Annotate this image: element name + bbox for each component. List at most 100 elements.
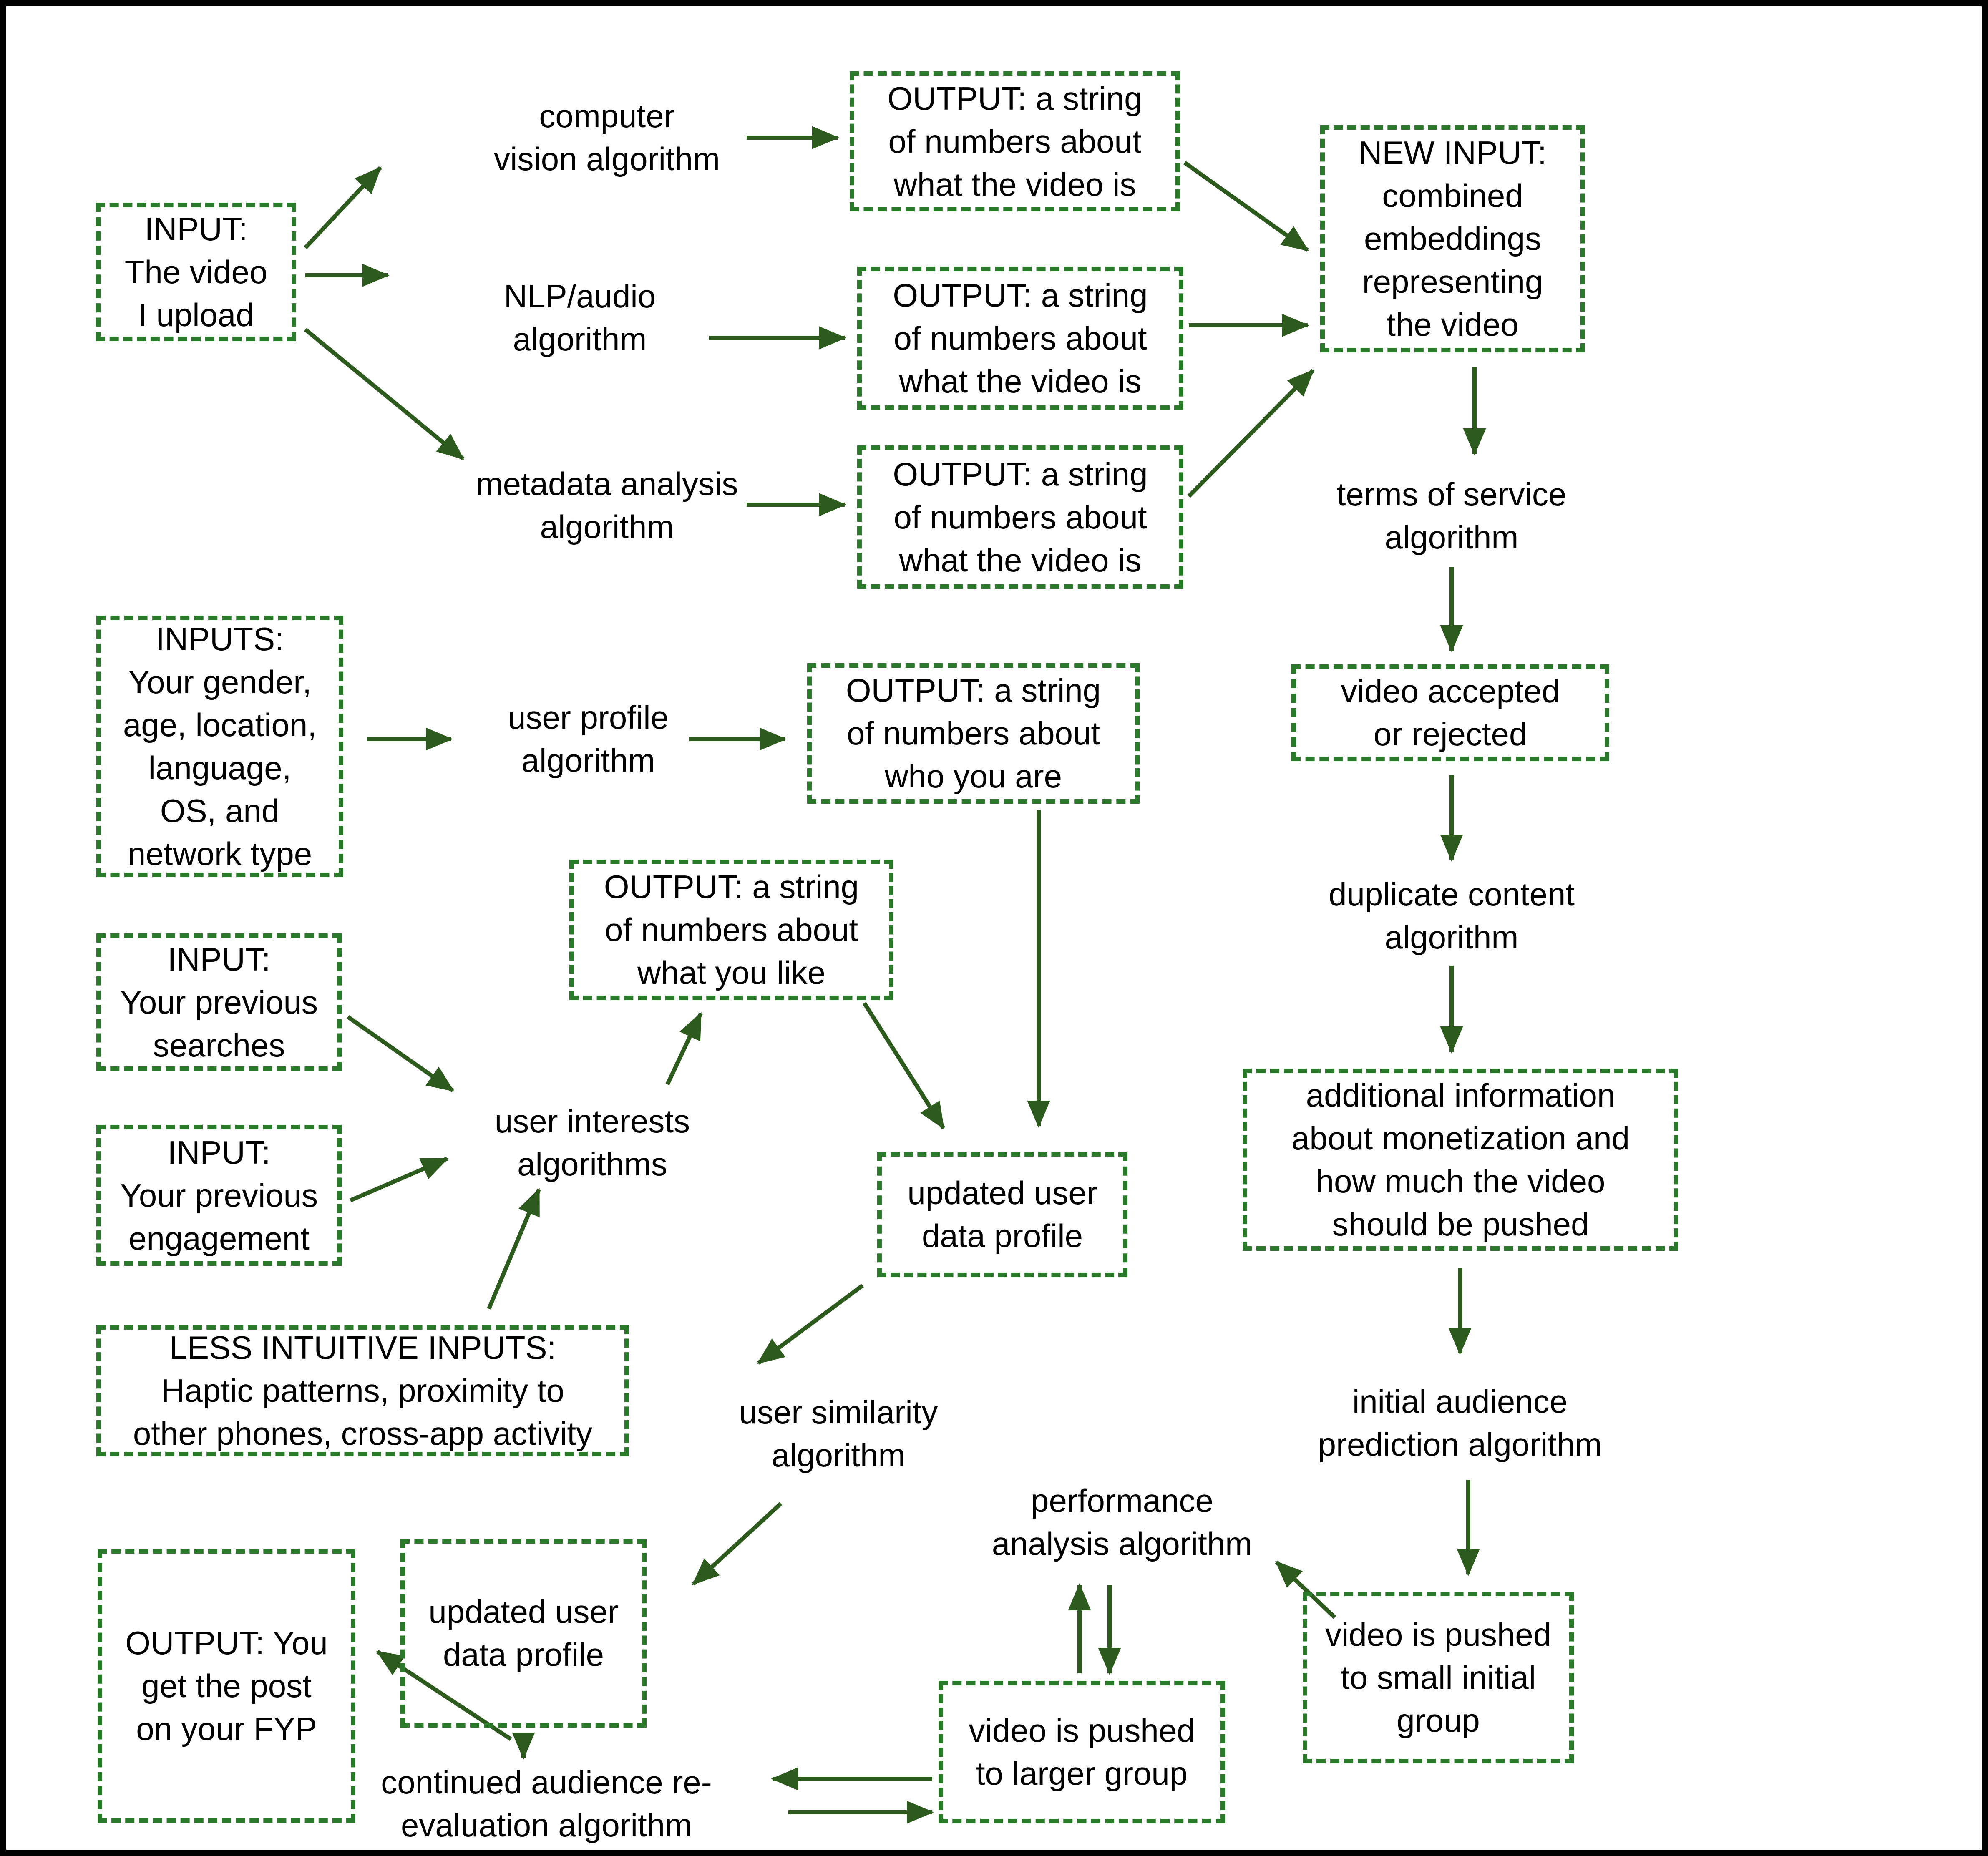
- arrow-user-interests-to-output-like: [665, 1012, 703, 1086]
- label-user-similarity-algorithm-line-1: user similarity: [739, 1394, 938, 1431]
- box-updated-user-data-profile-1-line-2: data profile: [922, 1217, 1083, 1254]
- label-user-interests-algorithms-line-1: user interests: [494, 1103, 690, 1139]
- box-output-video-3-line-3: what the video is: [899, 541, 1142, 578]
- box-video-pushed-larger-group: video is pushed to larger group: [939, 1681, 1225, 1823]
- label-computer-vision-algorithm-line-1: computer: [539, 98, 675, 134]
- box-output-video-1: OUTPUT: a string of numbers about what the…: [850, 71, 1180, 211]
- label-terms-of-service-algorithm-line-1: terms of service: [1336, 476, 1567, 513]
- box-less-intuitive-inputs-line-1: LESS INTUITIVE INPUTS:: [169, 1329, 556, 1366]
- box-new-input-combined-embeddings: NEW INPUT: combined embeddings representing…: [1320, 125, 1585, 352]
- box-inputs-demographics: INPUTS: Your gender, age, location, languag…: [96, 616, 343, 877]
- label-continued-audience-reevaluation-algorithm-line-1: continued audience re-: [381, 1764, 712, 1801]
- box-output-video-2-line-1: OUTPUT: a string: [893, 277, 1148, 314]
- box-new-input-combined-embeddings-line-3: embeddings: [1364, 220, 1541, 257]
- box-less-intuitive-inputs: LESS INTUITIVE INPUTS:Haptic patterns, p…: [96, 1325, 629, 1456]
- box-input-previous-engagement-line-2: Your previous: [120, 1177, 318, 1214]
- box-video-pushed-small-initial-group-line-1: video is pushed: [1325, 1616, 1552, 1653]
- label-terms-of-service-algorithm-line-2: algorithm: [1384, 519, 1519, 556]
- box-monetization-info-line-3: how much the video: [1316, 1162, 1605, 1200]
- label-nlp-audio-algorithm: NLP/audio algorithm: [504, 275, 656, 361]
- label-initial-audience-prediction-algorithm-line-2: prediction algorithm: [1318, 1426, 1602, 1463]
- box-updated-user-data-profile-2-line-1: updated user: [428, 1593, 619, 1630]
- box-output-who-you-are-line-1: OUTPUT: a string: [846, 672, 1101, 709]
- label-nlp-audio-algorithm-line-2: algorithm: [513, 321, 647, 357]
- box-video-pushed-larger-group-line-1: video is pushed: [969, 1712, 1195, 1749]
- arrow-output1-to-new-input: [1183, 161, 1309, 252]
- box-output-what-you-like-line-3: what you like: [637, 954, 825, 991]
- box-output-fyp-line-1: OUTPUT: You: [125, 1625, 328, 1661]
- label-performance-analysis-algorithm: performance analysis algorithm: [992, 1479, 1252, 1565]
- label-performance-analysis-algorithm-line-2: analysis algorithm: [991, 1525, 1253, 1562]
- box-video-pushed-small-initial-group: video is pushed to small initial group: [1303, 1592, 1574, 1763]
- box-monetization-info: additional information about monetization…: [1243, 1069, 1678, 1251]
- box-updated-user-data-profile-2: updated user data profile: [400, 1539, 647, 1728]
- box-input-video: INPUT: The video I upload: [96, 203, 296, 341]
- label-user-similarity-algorithm: user similarity algorithm: [739, 1391, 938, 1477]
- label-continued-audience-reevaluation-algorithm: continued audience re-evaluation algorit…: [381, 1761, 712, 1847]
- arrow-less-intuitive-to-user-interests: [487, 1188, 541, 1310]
- box-monetization-info-line-4: should be pushed: [1332, 1205, 1589, 1242]
- box-inputs-demographics-line-3: age, location,: [123, 706, 317, 743]
- label-initial-audience-prediction-algorithm-line-1: initial audience: [1352, 1383, 1568, 1420]
- arrow-input-video-to-computer-vision: [304, 166, 382, 249]
- box-inputs-demographics-line-4: language,: [148, 749, 292, 786]
- box-monetization-info-line-1: additional information: [1306, 1076, 1616, 1114]
- box-output-fyp-line-3: on your FYP: [136, 1710, 317, 1747]
- box-video-pushed-larger-group-line-2: to larger group: [976, 1755, 1188, 1792]
- box-monetization-info-line-2: about monetization and: [1291, 1119, 1630, 1157]
- label-user-similarity-algorithm-line-2: algorithm: [771, 1437, 906, 1474]
- arrow-input-video-to-metadata: [304, 328, 465, 460]
- box-input-previous-searches-line-3: searches: [153, 1026, 285, 1064]
- arrow-updated-profile1-to-user-similarity: [757, 1283, 864, 1365]
- label-metadata-analysis-algorithm-line-2: algorithm: [540, 508, 674, 545]
- box-new-input-combined-embeddings-line-5: the video: [1387, 306, 1519, 343]
- label-user-interests-algorithms: user interests algorithms: [495, 1100, 690, 1186]
- box-output-what-you-like-line-2: of numbers about: [604, 911, 858, 948]
- box-inputs-demographics-line-2: Your gender,: [128, 663, 312, 700]
- label-duplicate-content-algorithm-line-2: algorithm: [1384, 919, 1519, 956]
- label-initial-audience-prediction-algorithm: initial audience prediction algorithm: [1318, 1380, 1602, 1466]
- label-nlp-audio-algorithm-line-1: NLP/audio: [503, 278, 656, 314]
- label-user-profile-algorithm-line-2: algorithm: [521, 742, 655, 779]
- box-new-input-combined-embeddings-line-4: representing: [1362, 263, 1543, 300]
- box-output-video-1-line-2: of numbers about: [888, 123, 1142, 160]
- box-video-accepted-or-rejected-line-2: or rejected: [1373, 716, 1527, 752]
- label-user-interests-algorithms-line-2: algorithms: [517, 1146, 667, 1182]
- label-user-profile-algorithm-line-1: user profile: [508, 699, 669, 736]
- box-less-intuitive-inputs-line-3: other phones, cross-app activity: [133, 1415, 593, 1452]
- box-output-video-1-line-1: OUTPUT: a string: [887, 80, 1142, 117]
- box-input-video-line-3: I upload: [138, 296, 254, 333]
- box-updated-user-data-profile-2-line-2: data profile: [443, 1636, 604, 1673]
- box-inputs-demographics-line-1: INPUTS:: [156, 620, 284, 657]
- box-input-previous-engagement-line-3: engagement: [128, 1220, 310, 1257]
- box-output-video-2: OUTPUT: a string of numbers about what the…: [857, 267, 1183, 410]
- box-input-previous-searches-line-2: Your previous: [120, 983, 318, 1021]
- box-input-video-line-1: INPUT:: [144, 210, 248, 247]
- box-input-video-line-2: The video: [124, 253, 268, 290]
- box-video-pushed-small-initial-group-line-2: to small initial: [1340, 1659, 1536, 1696]
- box-output-who-you-are-line-3: who you are: [885, 758, 1062, 795]
- box-output-video-2-line-3: what the video is: [899, 362, 1142, 400]
- box-output-video-2-line-2: of numbers about: [893, 319, 1147, 357]
- label-metadata-analysis-algorithm-line-1: metadata analysis: [476, 465, 738, 502]
- box-updated-user-data-profile-1-line-1: updated user: [907, 1174, 1097, 1211]
- box-new-input-combined-embeddings-line-1: NEW INPUT:: [1359, 134, 1547, 171]
- box-video-pushed-small-initial-group-line-3: group: [1397, 1702, 1480, 1739]
- label-performance-analysis-algorithm-line-1: performance: [1031, 1482, 1213, 1519]
- box-output-video-3-line-2: of numbers about: [893, 498, 1147, 536]
- arrow-user-similarity-to-updated-profile2: [692, 1502, 783, 1586]
- box-new-input-combined-embeddings-line-2: combined: [1382, 177, 1523, 214]
- arrow-searches-to-user-interests: [347, 1015, 455, 1093]
- box-output-video-1-line-3: what the video is: [893, 166, 1136, 203]
- label-terms-of-service-algorithm: terms of service algorithm: [1337, 473, 1566, 559]
